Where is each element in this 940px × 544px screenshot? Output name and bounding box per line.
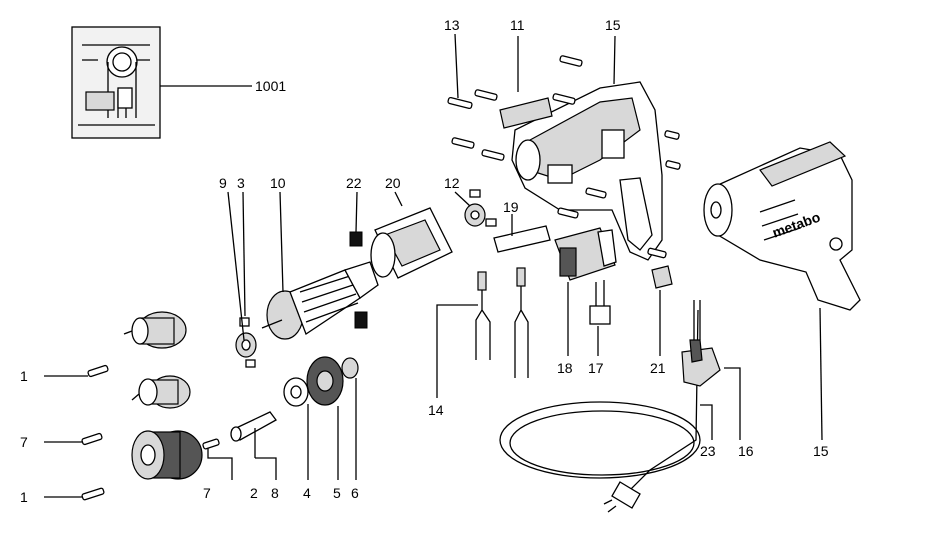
label-11: 11 xyxy=(510,17,525,33)
part-labels: 1001 13 11 15 9 3 10 22 20 12 19 1 7 1 7… xyxy=(20,17,829,505)
brush-holders-22 xyxy=(349,231,368,329)
wiring-inset xyxy=(71,26,161,139)
label-14: 14 xyxy=(428,402,444,418)
label-15-right: 15 xyxy=(813,443,829,459)
housing-screws-13 xyxy=(447,55,681,259)
label-19: 19 xyxy=(503,199,519,215)
brushes-14 xyxy=(475,267,529,378)
label-4: 4 xyxy=(303,485,311,501)
chuck-keyless-large xyxy=(131,430,203,480)
label-7-bottom: 7 xyxy=(203,485,211,501)
label-6: 6 xyxy=(351,485,359,501)
label-23: 23 xyxy=(700,443,716,459)
label-22: 22 xyxy=(346,175,362,191)
housing-half-15 xyxy=(511,81,663,261)
label-15-top: 15 xyxy=(605,17,621,33)
gear-parts-2-8-4-5-6 xyxy=(230,356,359,442)
label-8: 8 xyxy=(271,485,279,501)
power-cable-23 xyxy=(499,309,701,513)
chuck-screws xyxy=(81,364,220,501)
label-1-lower: 1 xyxy=(20,489,28,505)
label-9: 9 xyxy=(219,175,227,191)
label-21: 21 xyxy=(650,360,666,376)
label-plate-11 xyxy=(499,97,553,129)
label-1001: 1001 xyxy=(255,78,286,94)
label-7-left: 7 xyxy=(20,434,28,450)
label-20: 20 xyxy=(385,175,401,191)
chuck-keyed xyxy=(123,311,187,349)
cable-clamp-21 xyxy=(651,265,673,289)
bearing-9 xyxy=(235,332,257,358)
bearing-12 xyxy=(464,189,497,227)
label-13: 13 xyxy=(444,17,460,33)
label-2: 2 xyxy=(250,485,258,501)
label-3: 3 xyxy=(237,175,245,191)
assembled-drill: metabo xyxy=(703,141,861,311)
label-12: 12 xyxy=(444,175,460,191)
stator-20 xyxy=(370,207,453,279)
capacitor-17 xyxy=(589,280,611,325)
label-1-upper: 1 xyxy=(20,368,28,384)
armature-10 xyxy=(261,261,393,340)
label-5: 5 xyxy=(333,485,341,501)
label-16: 16 xyxy=(738,443,754,459)
label-18: 18 xyxy=(557,360,573,376)
label-10: 10 xyxy=(270,175,286,191)
label-17: 17 xyxy=(588,360,604,376)
spacer-3 xyxy=(239,317,256,368)
chuck-keyless-small xyxy=(131,375,191,409)
switch-18 xyxy=(554,227,617,281)
strain-relief-16 xyxy=(681,300,721,387)
